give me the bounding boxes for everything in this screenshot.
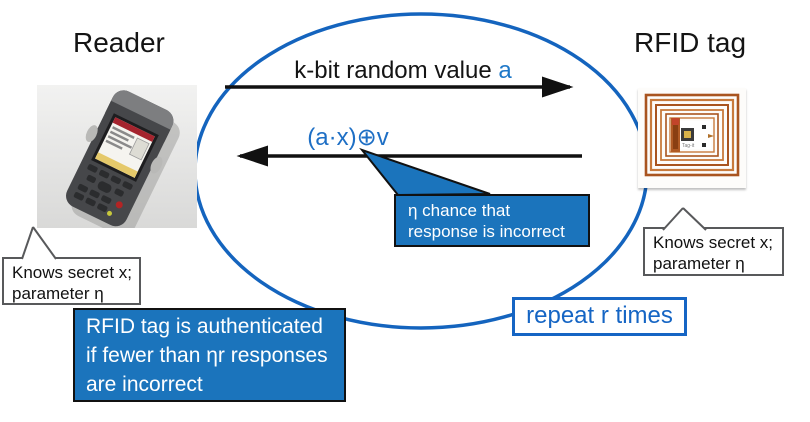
eta-callout-line1: η chance that [408, 201, 511, 220]
reader-knowledge-bubble: Knows secret x; parameter η [2, 257, 141, 305]
authentication-rule-box: RFID tag is authenticated if fewer than … [73, 308, 346, 402]
eta-callout-line2: response is incorrect [408, 222, 565, 241]
reader-device-photo [37, 85, 197, 237]
tag-coil-icon: Tag-it [638, 88, 746, 188]
challenge-message-text: k-bit random value [294, 57, 499, 84]
response-message-label: (a·x)⊕v [307, 124, 389, 151]
tag-bubble-line2: parameter η [653, 254, 745, 273]
reader-bubble-line2: parameter η [12, 284, 104, 303]
auth-rule-line2: if fewer than ηr responses [86, 344, 328, 367]
rfid-tag-title: RFID tag [634, 27, 747, 58]
rfid-tag-photo: Tag-it [638, 88, 746, 188]
handheld-reader-icon [37, 85, 197, 237]
tag-knowledge-bubble: Knows secret x; parameter η [643, 227, 784, 276]
challenge-variable-a: a [498, 57, 512, 84]
reader-title: Reader [73, 27, 165, 58]
svg-text:Tag-it: Tag-it [682, 143, 695, 149]
tag-bubble-line1: Knows secret x; [653, 233, 773, 252]
reader-bubble-line1: Knows secret x; [12, 263, 132, 282]
auth-rule-line3: are incorrect [86, 373, 203, 396]
challenge-message-label: k-bit random value a [253, 57, 553, 85]
repeat-times-box: repeat r times [512, 297, 687, 336]
auth-rule-line1: RFID tag is authenticated [86, 315, 323, 338]
eta-chance-callout: η chance that response is incorrect [394, 194, 590, 247]
